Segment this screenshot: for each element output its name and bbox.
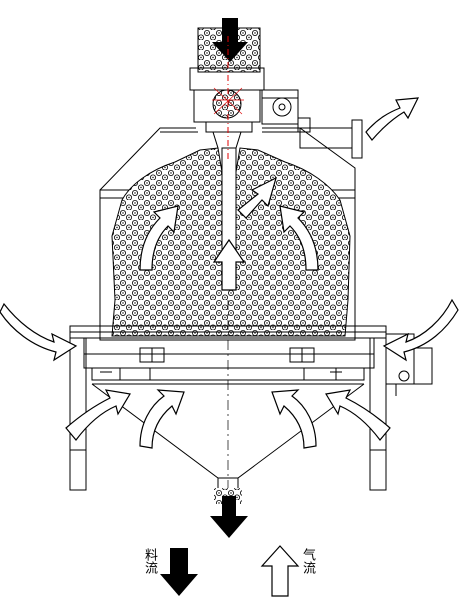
air-flow-legend-icon (260, 545, 300, 597)
exhaust-duct (299, 119, 363, 159)
lower-arrow-2-icon (139, 389, 185, 449)
drive-motor (261, 89, 311, 133)
discharge-frame (69, 325, 387, 385)
left-outer-air-arrow-icon (0, 302, 78, 362)
lower-arrow-4-icon (325, 389, 391, 441)
center-up-air-arrow-icon (212, 238, 246, 291)
internal-airflow-arrows (139, 176, 319, 291)
side-air-inlets (385, 333, 433, 396)
discharge-outlet (210, 488, 248, 538)
rotary-feeder (189, 67, 265, 149)
material-flow-label: 料流 (142, 548, 157, 574)
left-air-arrow-icon (139, 205, 179, 271)
feed-inlet-arrow-icon (212, 18, 248, 62)
grate-details (100, 368, 342, 380)
right-outer-air-arrow-icon (382, 298, 459, 362)
centerline (212, 36, 244, 490)
lower-arrow-3-icon (271, 389, 317, 449)
material-flow-legend-icon (160, 548, 198, 596)
lower-airflow-arrows (65, 389, 391, 449)
outer-airflow-arrows (0, 298, 459, 362)
upper-air-arrow-icon (237, 176, 277, 219)
exhaust-air-arrow-icon (365, 97, 420, 141)
lower-arrow-1-icon (65, 389, 131, 441)
right-air-arrow-icon (279, 205, 319, 271)
air-flow-label: 气流 (300, 548, 315, 574)
